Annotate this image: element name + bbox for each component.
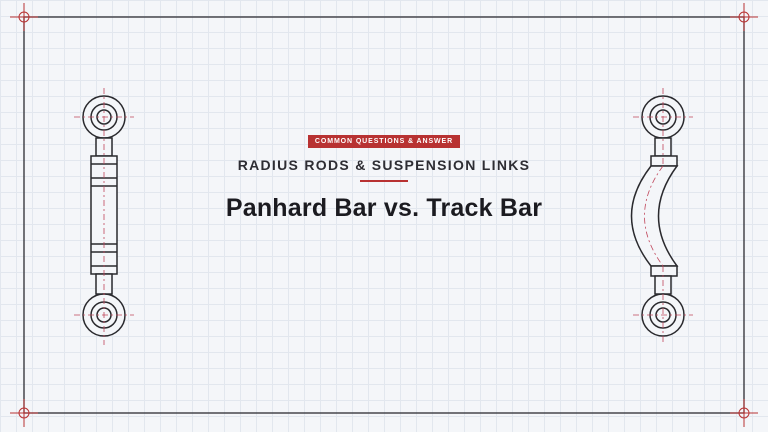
title-block: COMMON QUESTIONS & ANSWER RADIUS RODS & …: [225, 135, 543, 222]
category-badge: COMMON QUESTIONS & ANSWER: [307, 135, 461, 148]
corner-mark-top-left: [10, 3, 38, 31]
frame-border: [23, 16, 745, 414]
corner-mark-bottom-left: [10, 399, 38, 427]
panhard-bar-centerlines: [74, 88, 134, 345]
page-title: Panhard Bar vs. Track Bar: [225, 194, 543, 222]
section-subtitle: RADIUS RODS & SUSPENSION LINKS: [237, 157, 531, 173]
track-bar-centerlines: [633, 88, 693, 345]
accent-divider: [360, 180, 408, 182]
corner-mark-bottom-right: [730, 399, 758, 427]
corner-mark-top-right: [730, 3, 758, 31]
